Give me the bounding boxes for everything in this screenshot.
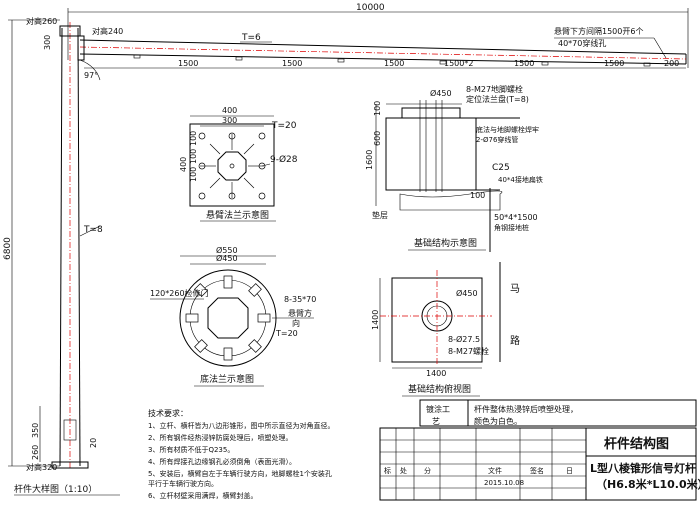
base-flange-caption: 底法兰示意图 bbox=[200, 373, 254, 385]
plan-1400v: 1400 bbox=[371, 310, 380, 330]
arm-flange-400: 400 bbox=[222, 106, 237, 115]
tb-col-f: 日 bbox=[566, 467, 573, 475]
base-flange-450: Ø450 bbox=[216, 253, 238, 263]
tb-name-1: L型八棱锥形信号灯杆 bbox=[590, 461, 696, 475]
notes-title: 技术要求： bbox=[148, 408, 188, 418]
dim-300: 300 bbox=[43, 35, 52, 50]
foundation-d450: Ø450 bbox=[430, 88, 452, 98]
tb-date: 2015.10.08 bbox=[484, 479, 524, 487]
plan-bolts: 8-M27螺栓 bbox=[448, 346, 489, 356]
foundation-ground: 40*4接地扁铁 bbox=[498, 175, 543, 184]
foundation-angle: 50*4*1500 bbox=[494, 213, 538, 222]
tb-col-d: 文件 bbox=[488, 466, 502, 475]
dim-seg-3: 1500 bbox=[384, 59, 404, 68]
foundation-plan: 1400 1400 Ø450 8-Ø27.5 8-M27螺栓 马 路 基础结构俯… bbox=[371, 262, 520, 397]
dim-total-length: 10000 bbox=[356, 3, 385, 13]
tb-name-2: （H6.8米*L10.0米） bbox=[596, 477, 700, 491]
foundation-section: 100 600 1600 Ø450 8-M27地脚螺栓 定位法兰盘(T=8) 底… bbox=[365, 84, 543, 252]
notes-item-4: 4、所有焊接孔边缘钢孔必须倒角（表面光滑）。 bbox=[148, 457, 296, 466]
tb-col-a: 标 bbox=[384, 466, 391, 475]
dim-pole-height: 6800 bbox=[3, 237, 13, 260]
dim-seg-end: 200 bbox=[664, 59, 679, 68]
foundation-bolts: 8-M27地脚螺栓 bbox=[466, 84, 523, 94]
arm-flange-100c: 100 bbox=[189, 167, 198, 182]
foundation-plate: 定位法兰盘(T=8) bbox=[466, 94, 529, 104]
dim-seg-6: 1500 bbox=[604, 59, 624, 68]
notes-item-1: 1、立杆、横杆皆为八边形锥形，图中所示直径为对角直径。 bbox=[148, 421, 334, 430]
coating-label-2: 艺 bbox=[432, 417, 440, 426]
arm-flange-100a: 100 bbox=[189, 131, 198, 146]
notes-item-6: 平行于车辆行驶方向。 bbox=[148, 479, 218, 488]
plan-1400h: 1400 bbox=[426, 369, 446, 378]
notes-item-5: 5、安装后，横臂自左于车辆行驶方向，地脚螺栓1个安装孔 bbox=[148, 469, 332, 478]
label-arm-thickness: T=6 bbox=[241, 33, 261, 43]
arm-flange-300: 300 bbox=[222, 116, 237, 125]
foundation-caption: 基础结构示意图 bbox=[414, 237, 477, 249]
base-flange-thickness: T=20 bbox=[275, 329, 298, 338]
tb-col-c: 分 bbox=[424, 466, 431, 475]
base-flange-door: 120*260检修门 bbox=[150, 288, 209, 298]
road-char-1: 马 bbox=[510, 283, 520, 295]
arm-flange-400v: 400 bbox=[179, 157, 188, 172]
base-flange-drawing: Ø550 Ø450 120*260检修门 8-35*70 悬臂方 向 T=20 … bbox=[150, 245, 316, 387]
plan-caption: 基础结构俯视图 bbox=[408, 383, 471, 395]
foundation-soil: 垫层 bbox=[372, 210, 388, 220]
foundation-pipe: 2-Ø76穿线管 bbox=[476, 135, 518, 144]
dim-angle: 97° bbox=[84, 71, 98, 80]
arm-flange-caption: 悬臂法兰示意图 bbox=[206, 209, 269, 221]
base-flange-550: Ø550 bbox=[216, 245, 238, 255]
foundation-d100: 100 bbox=[470, 191, 485, 200]
base-flange-holes: 8-35*70 bbox=[284, 295, 316, 304]
label-pole-thickness: T=8 bbox=[83, 225, 103, 235]
pole-caption: 杆件大样图（1:10） bbox=[14, 483, 97, 495]
notes-item-7: 6、立杆材壁采用满焊，横臂封盖。 bbox=[148, 491, 257, 500]
tb-title: 杆件结构图 bbox=[604, 436, 669, 452]
road-char-2: 路 bbox=[510, 334, 520, 347]
tb-col-e: 签名 bbox=[530, 466, 544, 475]
dim-350: 350 bbox=[31, 423, 40, 438]
foundation-1600: 1600 bbox=[365, 150, 374, 170]
arm-flange-thickness: T=20 bbox=[271, 121, 297, 131]
technical-notes: 技术要求： 1、立杆、横杆皆为八边形锥形，图中所示直径为对角直径。 2、所有钢件… bbox=[148, 408, 334, 500]
coating-box: 镀涂工 艺 杆件整体热浸锌后喷塑处理， 颜色为白色。 bbox=[419, 399, 697, 427]
dim-260: 260 bbox=[31, 445, 40, 460]
dim-seg-4: 1500*2 bbox=[444, 59, 473, 68]
coating-text-2: 颜色为白色。 bbox=[474, 416, 522, 426]
pole-elevation: 10000 6800 对高260 对高320 350 260 20 T=8 对高… bbox=[3, 3, 689, 496]
foundation-600: 600 bbox=[373, 131, 382, 146]
dim-seg-1: 1500 bbox=[178, 59, 198, 68]
dim-seg-5: 1500 bbox=[514, 59, 534, 68]
foundation-c25: C25 bbox=[492, 163, 510, 173]
notes-item-2: 2、所有钢件经热浸锌防腐处理后，喷塑处理。 bbox=[148, 433, 292, 442]
dim-bottom-320: 对高320 bbox=[26, 462, 57, 472]
notes-item-3: 3、所有材质不低于Q235。 bbox=[148, 445, 234, 454]
dim-seg-2: 1500 bbox=[282, 59, 302, 68]
coating-text-1: 杆件整体热浸锌后喷塑处理， bbox=[474, 404, 578, 414]
plan-holes: 8-Ø27.5 bbox=[448, 334, 480, 344]
foundation-weld: 底法与地脚螺栓焊牢 bbox=[476, 125, 539, 134]
plan-d450: Ø450 bbox=[456, 288, 478, 298]
arm-flange-drawing: 400 300 T=20 400 100 100 100 9-Ø28 悬臂法兰示… bbox=[179, 106, 298, 222]
base-flange-armdir: 悬臂方 bbox=[288, 308, 312, 318]
dim-top-260: 对高260 bbox=[26, 16, 57, 26]
title-block: 标 处 分 文件 签名 日 2015.10.08 杆件结构图 L型八棱锥形信号灯… bbox=[379, 427, 700, 501]
base-flange-dir2: 向 bbox=[292, 318, 300, 328]
dim-20: 20 bbox=[89, 438, 98, 448]
foundation-angle2: 角钢接地桩 bbox=[494, 223, 529, 232]
coating-label: 镀涂工 bbox=[426, 404, 450, 414]
note-arm-holes: 悬臂下方间隔1500开6个 bbox=[554, 26, 643, 36]
arm-flange-holes: 9-Ø28 bbox=[270, 154, 298, 165]
arm-flange-100b: 100 bbox=[189, 149, 198, 164]
dim-arm-240: 对高240 bbox=[92, 26, 123, 36]
tb-col-b: 处 bbox=[400, 466, 407, 475]
foundation-100: 100 bbox=[373, 101, 382, 116]
note-arm-hole-size: 40*70穿线孔 bbox=[558, 38, 606, 48]
